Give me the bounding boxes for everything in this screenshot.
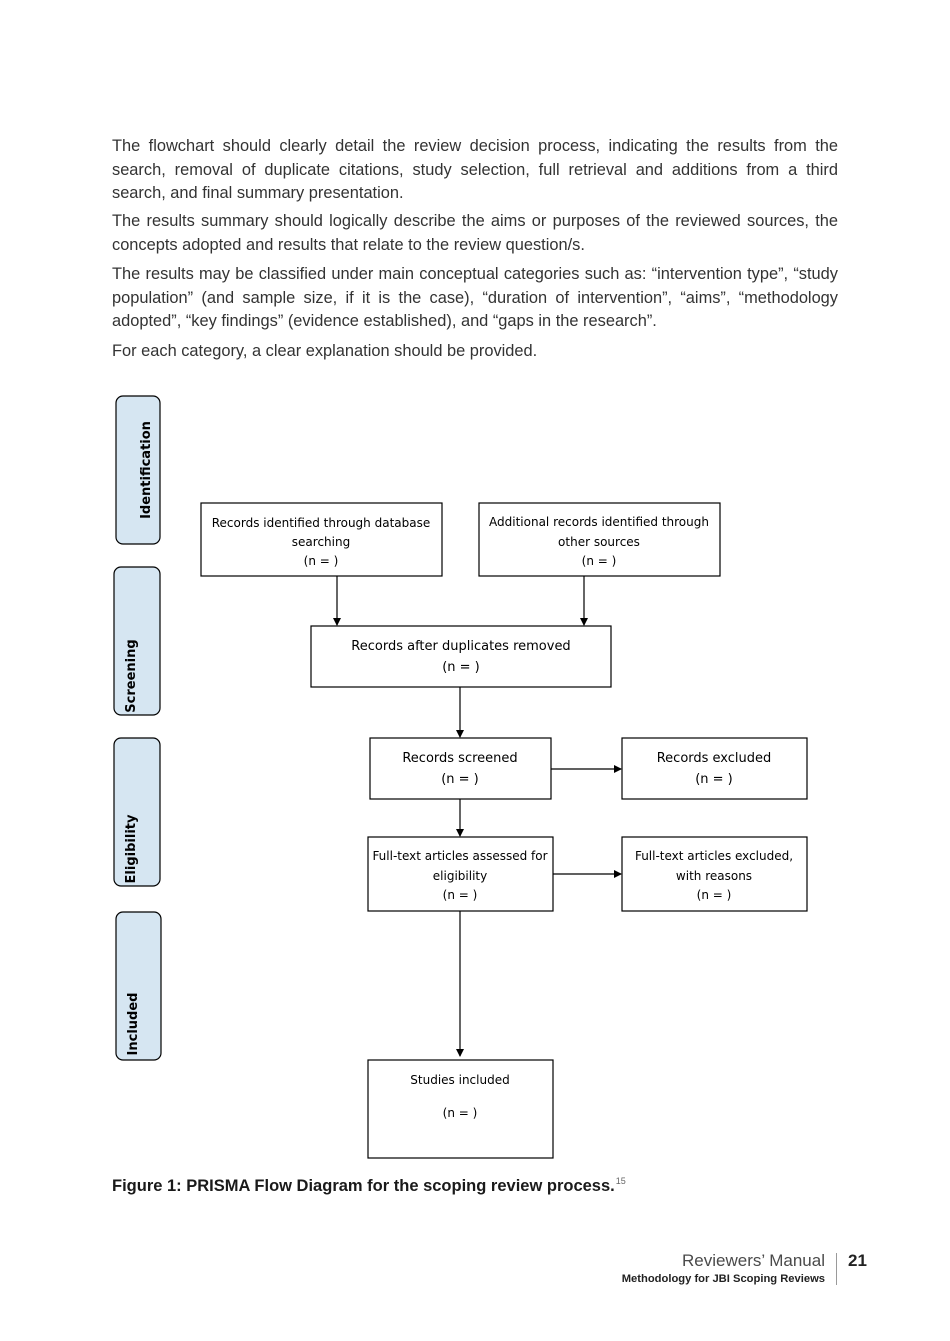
- phase-eligibility: Eligibility: [113, 737, 161, 887]
- phase-eligibility-label: Eligibility: [124, 814, 139, 883]
- box-database-line1: Records identified through database: [212, 516, 430, 530]
- paragraph-categories: The results may be classified under main…: [112, 265, 838, 331]
- phase-identification: Identification: [115, 395, 161, 545]
- box-records-excluded: Records excluded (n = ): [621, 737, 808, 800]
- box-database-line2: searching: [292, 535, 350, 549]
- figure-caption-reference: 15: [615, 1176, 626, 1186]
- box-fulltext-excluded-count: (n = ): [697, 888, 732, 902]
- box-fulltext-assessed: Full-text articles assessed for eligibil…: [367, 836, 554, 912]
- phase-included-label: Included: [126, 993, 141, 1056]
- box-excluded-count: (n = ): [695, 772, 733, 787]
- box-fulltext-line1: Full-text articles assessed for: [372, 849, 547, 863]
- box-studies-included: Studies included (n = ): [367, 1059, 554, 1159]
- phase-included: Included: [115, 911, 162, 1061]
- box-other-line1: Additional records identified through: [489, 515, 709, 529]
- box-records-screened: Records screened (n = ): [369, 737, 552, 800]
- box-duplicates-line1: Records after duplicates removed: [351, 639, 570, 654]
- footer-manual-title: Reviewers’ Manual: [682, 1251, 825, 1270]
- box-included-count: (n = ): [443, 1106, 478, 1120]
- box-other-sources: Additional records identified through ot…: [478, 502, 721, 577]
- box-fulltext-count: (n = ): [443, 888, 478, 902]
- footer-divider: [836, 1253, 837, 1285]
- paragraph-explanation: For each category, a clear explanation s…: [112, 342, 538, 360]
- phase-identification-label: Identification: [139, 421, 154, 519]
- box-screened-line1: Records screened: [402, 751, 517, 766]
- box-duplicates-removed: Records after duplicates removed (n = ): [310, 625, 612, 688]
- figure-caption-text: Figure 1: PRISMA Flow Diagram for the sc…: [112, 1177, 615, 1195]
- box-fulltext-line2: eligibility: [433, 869, 487, 883]
- box-other-line2: other sources: [558, 535, 640, 549]
- box-fulltext-excluded-line1: Full-text articles excluded,: [635, 849, 793, 863]
- box-excluded-line1: Records excluded: [657, 751, 772, 766]
- box-other-count: (n = ): [582, 554, 617, 568]
- box-screened-count: (n = ): [441, 772, 479, 787]
- box-fulltext-excluded: Full-text articles excluded, with reason…: [621, 836, 808, 912]
- phase-screening: Screening: [113, 566, 161, 716]
- paragraph-results-summary: The results summary should logically des…: [112, 212, 838, 254]
- box-duplicates-count: (n = ): [442, 660, 480, 675]
- box-database-count: (n = ): [304, 554, 339, 568]
- phase-screening-label: Screening: [124, 639, 139, 712]
- box-database-search: Records identified through database sear…: [200, 502, 443, 577]
- paragraph-flowchart: The flowchart should clearly detail the …: [112, 137, 838, 203]
- footer-methodology-subtitle: Methodology for JBI Scoping Reviews: [621, 1273, 825, 1285]
- figure-caption: Figure 1: PRISMA Flow Diagram for the sc…: [112, 1176, 626, 1196]
- page-number: 21: [848, 1251, 867, 1270]
- box-included-line1: Studies included: [410, 1073, 509, 1087]
- box-fulltext-excluded-line2: with reasons: [676, 869, 752, 883]
